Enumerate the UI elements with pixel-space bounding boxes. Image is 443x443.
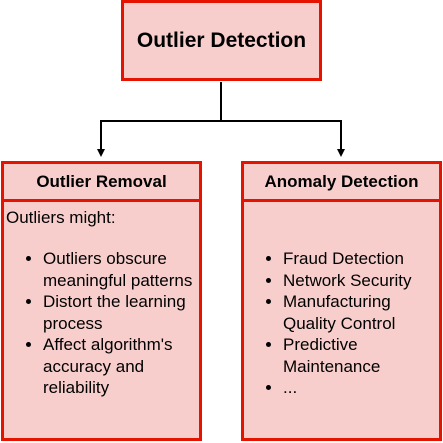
- anomaly-detection-header: Anomaly Detection: [241, 161, 442, 202]
- list-item: ...: [283, 377, 435, 399]
- outlier-removal-header: Outlier Removal: [1, 161, 202, 202]
- connector-to-outlier-removal: [97, 82, 222, 157]
- outlier-removal-list: Outliers obscure meaningful patterns Dis…: [4, 248, 195, 399]
- list-item: Distort the learning process: [43, 291, 195, 334]
- anomaly-detection-list: Fraud Detection Network Security Manufac…: [244, 248, 435, 399]
- list-item: Predictive Maintenance: [283, 334, 435, 377]
- anomaly-detection-title: Anomaly Detection: [264, 171, 419, 191]
- outlier-removal-intro: Outliers might:: [6, 208, 116, 227]
- list-item: Fraud Detection: [283, 248, 435, 270]
- list-item: Affect algorithm's accuracy and reliabil…: [43, 334, 195, 399]
- list-item: Network Security: [283, 270, 435, 292]
- outlier-removal-body: Outliers might: Outliers obscure meaning…: [1, 199, 202, 441]
- root-title: Outlier Detection: [136, 28, 307, 52]
- anomaly-detection-body: Fraud Detection Network Security Manufac…: [241, 199, 442, 441]
- list-item: Manufacturing Quality Control: [283, 291, 435, 334]
- list-item: Outliers obscure meaningful patterns: [43, 248, 195, 291]
- connector-to-anomaly-detection: [221, 120, 345, 157]
- outlier-detection-node: Outlier Detection: [121, 0, 322, 81]
- outlier-removal-title: Outlier Removal: [36, 171, 167, 191]
